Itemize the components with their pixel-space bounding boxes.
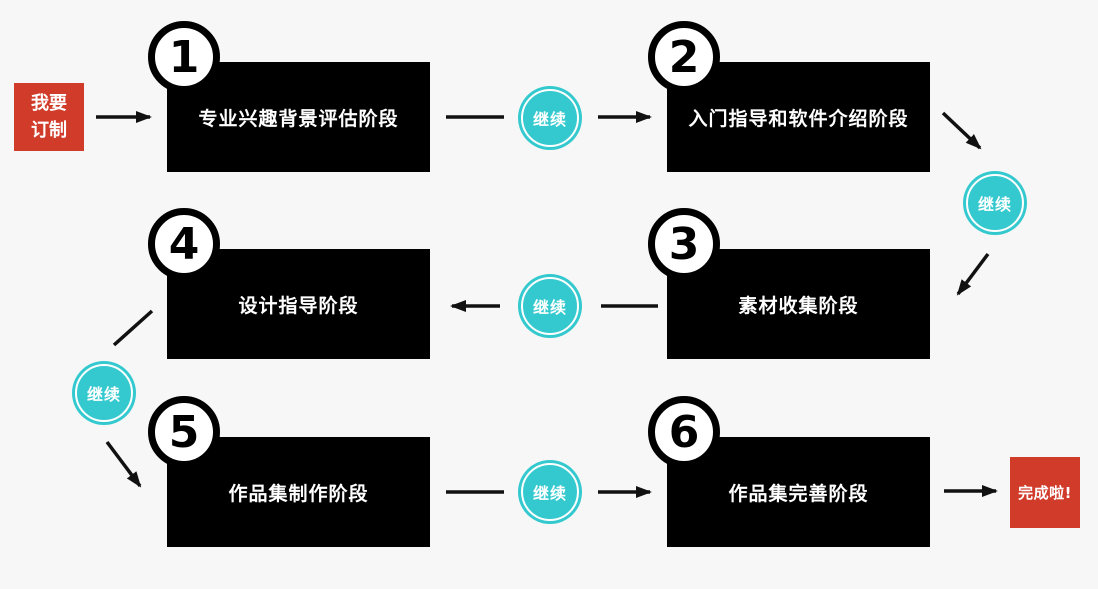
stage-number-badge-3: 3 [648, 208, 720, 280]
continue-label: 继续 [532, 110, 567, 129]
continue-badge-5: 继续 [518, 460, 582, 524]
stage-number-badge-1: 1 [148, 21, 220, 93]
stage-box-3: 3 素材收集阶段 [648, 208, 930, 359]
continue-badge-3: 继续 [518, 274, 582, 338]
stage-label-5: 作品集制作阶段 [228, 482, 369, 505]
continue-label: 继续 [532, 484, 567, 503]
end-badge: 完成啦! [1010, 457, 1080, 528]
stage-number-badge-5: 5 [148, 396, 220, 468]
stage-box-1: 1 专业兴趣背景评估阶段 [148, 21, 430, 172]
continue-label: 继续 [86, 385, 121, 404]
stage-label-1: 专业兴趣背景评估阶段 [198, 107, 399, 130]
stage-label-4: 设计指导阶段 [238, 294, 359, 317]
stage-number-badge-6: 6 [648, 396, 720, 468]
continue-badge-2: 继续 [963, 171, 1027, 235]
continue-badge-4: 继续 [72, 361, 136, 425]
stage-label-2: 入门指导和软件介绍阶段 [688, 107, 909, 130]
stage-number-badge-4: 4 [148, 208, 220, 280]
stage-label-6: 作品集完善阶段 [728, 482, 869, 505]
continue-label: 继续 [977, 195, 1012, 214]
stage-box-2: 2 入门指导和软件介绍阶段 [648, 21, 930, 172]
continue-badge-1: 继续 [518, 86, 582, 150]
stage-box-4: 4 设计指导阶段 [148, 208, 430, 359]
stage-box-5: 5 作品集制作阶段 [148, 396, 430, 547]
start-badge: 我要 订制 [14, 83, 84, 151]
continue-label: 继续 [532, 298, 567, 317]
stage-label-3: 素材收集阶段 [738, 294, 859, 317]
stage-box-6: 6 作品集完善阶段 [648, 396, 930, 547]
stage-number-badge-2: 2 [648, 21, 720, 93]
